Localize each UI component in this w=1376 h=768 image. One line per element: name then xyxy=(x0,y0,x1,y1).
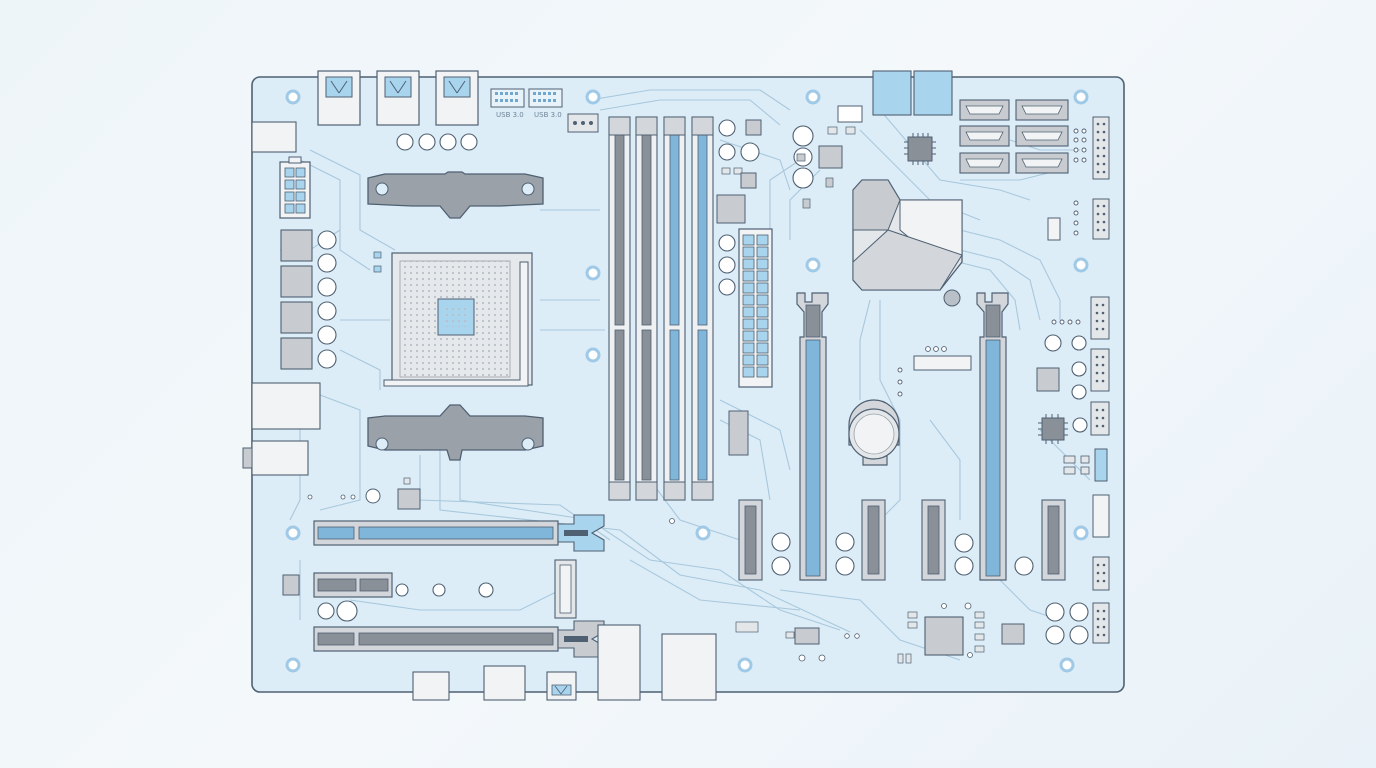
usb-port-1 xyxy=(317,70,361,126)
right-capacitors xyxy=(1044,334,1089,645)
bottom-left-capacitors xyxy=(317,582,494,622)
socket-smd xyxy=(373,265,382,273)
rear-port-block-3 xyxy=(251,440,309,476)
bottom-connector-1 xyxy=(412,671,450,701)
rear-blue-block-2 xyxy=(913,70,953,116)
small-chip xyxy=(716,194,746,224)
usb-port-group xyxy=(317,70,479,126)
pcie-x1-slot-2 xyxy=(861,499,886,581)
usb-port-2 xyxy=(376,70,420,126)
small-capacitor xyxy=(365,488,381,504)
sata-port-slots xyxy=(965,105,1063,168)
small-smd xyxy=(827,126,838,135)
small-smd xyxy=(735,621,759,633)
small-smd xyxy=(796,153,806,162)
small-chip xyxy=(818,145,843,169)
ram-slot-4 xyxy=(691,116,714,501)
rear-blue-block-1 xyxy=(872,70,912,116)
small-smd xyxy=(845,126,856,135)
small-chip xyxy=(1047,217,1061,241)
usb-header-1 xyxy=(490,88,525,108)
jumper-block xyxy=(567,113,599,133)
bottom-connector-2 xyxy=(483,665,526,701)
bottom-connector-4 xyxy=(661,633,717,701)
small-chip xyxy=(745,119,762,136)
vrm-capacitors xyxy=(317,230,337,369)
chipset-heatsink xyxy=(852,179,963,307)
trace-end-dots xyxy=(307,494,860,639)
ram-slot-1 xyxy=(608,116,631,501)
usb-port-3 xyxy=(435,70,479,126)
pcie-x16-slot-2 xyxy=(976,292,1009,581)
small-chip xyxy=(728,410,749,456)
chipset-ic xyxy=(897,602,985,664)
m2-slot xyxy=(554,559,577,619)
pcie-horizontal-x16-slot-1 xyxy=(313,514,605,552)
audio-ic xyxy=(785,627,826,662)
bottom-connector-3 xyxy=(597,624,641,701)
cpu-bracket-top xyxy=(367,171,544,219)
pcie-horizontal-x16-slot-2 xyxy=(313,620,605,658)
slot-capacitors xyxy=(771,532,1034,576)
small-smd-group xyxy=(1063,455,1090,475)
pcie-x1-slot-4 xyxy=(1041,499,1066,581)
rear-port-block-2 xyxy=(251,382,321,430)
rear-port-block-1 xyxy=(251,121,297,153)
cpu-power-connector xyxy=(279,156,311,219)
small-chip xyxy=(740,172,757,189)
usb-header-2-label: USB 3.0 xyxy=(534,111,562,119)
pcie-x1-slot-3 xyxy=(921,499,946,581)
small-smd xyxy=(721,167,731,175)
ram-side-capacitors xyxy=(718,119,760,296)
small-chip xyxy=(1001,623,1025,645)
cpu-bracket-bottom xyxy=(367,404,544,461)
small-smd xyxy=(733,167,743,175)
atx-power-connector xyxy=(738,228,773,388)
header-pins xyxy=(1095,122,1106,637)
capacitor-cluster xyxy=(792,125,814,189)
pcie-x16-slot-1 xyxy=(796,292,829,581)
small-smd xyxy=(802,198,811,209)
ram-slot-3 xyxy=(663,116,686,501)
right-controller-ic xyxy=(1038,414,1068,444)
small-chip xyxy=(1036,367,1060,392)
socket-smd xyxy=(373,251,382,259)
pcie-horizontal-x1-slot xyxy=(313,572,393,598)
controller-ic xyxy=(904,133,936,165)
cmos-battery xyxy=(848,399,900,466)
led-dots xyxy=(897,128,1087,397)
small-chip xyxy=(913,355,972,371)
small-smd xyxy=(825,177,834,188)
small-chip xyxy=(397,477,421,510)
cpu-socket xyxy=(383,252,533,387)
ram-slot-2 xyxy=(635,116,658,501)
usb-header-1-label: USB 3.0 xyxy=(496,111,524,119)
vrm-chokes xyxy=(280,229,313,370)
usb-header-2 xyxy=(528,88,563,108)
right-headers xyxy=(1090,116,1110,644)
rear-port-tab xyxy=(242,447,253,469)
pcie-x1-slot-1 xyxy=(738,499,763,581)
bottom-usb-port xyxy=(546,671,577,701)
capacitor-row-top xyxy=(396,133,478,151)
small-chip xyxy=(282,574,300,596)
fan-header xyxy=(837,105,863,123)
mounting-holes xyxy=(285,89,1089,673)
